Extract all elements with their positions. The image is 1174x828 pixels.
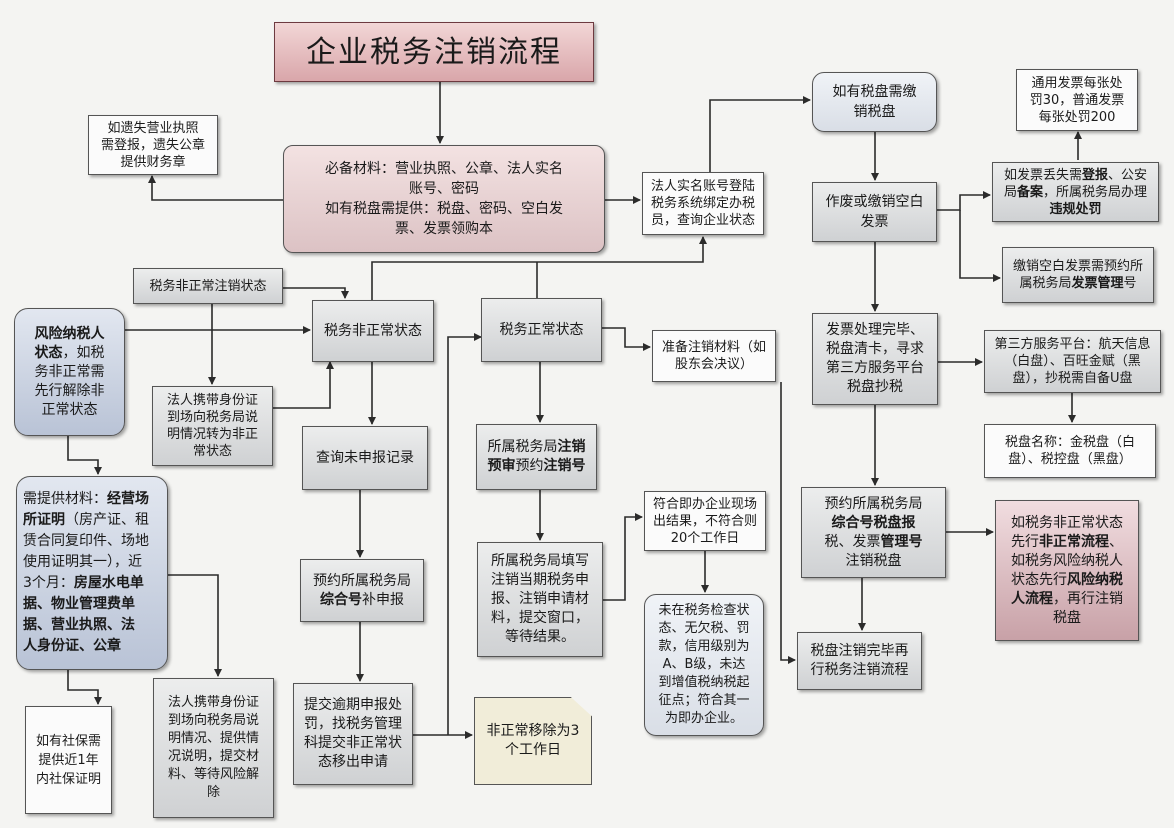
invoice-done-node: 发票处理完毕、 税盘清卡，寻求 第三方服务平台 税盘抄税: [812, 313, 938, 405]
comp-report-text-b: 综合号: [320, 591, 362, 608]
pre-audit-text-d: 注销号: [543, 458, 586, 474]
comp-report-text-a: 预约所属税务局: [313, 572, 411, 589]
risk-taxpayer-node: 风险纳税人 状态，如税 务非正常需 先行解除非 正常状态: [14, 308, 125, 436]
remove-abnormal-node: 非正常移除为3 个工作日: [474, 697, 592, 785]
legal-id-node-1: 法人携带身份证 到场向税务局说 明情况转为非正 常状态: [152, 386, 273, 466]
arrow-legalid-abnormal: [273, 361, 334, 409]
lost-invoice-text-b: 登报: [1081, 167, 1108, 183]
blank-invoice-text-a: 缴销空白发票需预约所 属税务局: [1012, 259, 1143, 291]
blank-invoice-text-c: 号: [1123, 276, 1137, 291]
book-text-a: 预约所属税务局: [824, 495, 923, 512]
overdue-report-node: 提交逾期申报处 罚，找税务管理 科提交非正常状 态移出申请: [293, 683, 413, 785]
lost-invoice-text-d: 备案: [1016, 184, 1043, 200]
login-node: 法人实名账号登陆 税务系统绑定办税 员，查询企业状态: [642, 172, 764, 235]
arrow-provide-legalid2: [168, 574, 222, 677]
not-audited-node: 未在税务检查状 态、无欠税、罚 款，信用级别为 A、B级，未达 到增值税纳税起 …: [644, 594, 764, 736]
blank-invoice-text-b: 发票管理: [1071, 276, 1124, 291]
social-security-node: 如有社保需 提供近1年 内社保证明: [25, 706, 112, 814]
abnormal-first-text-b: 非正常流程: [1039, 533, 1109, 550]
abnormal-first-text-e: ，再行注销 税盘: [1053, 590, 1123, 626]
book-text-e: 注销税盘: [845, 552, 902, 569]
abnormal-first-text-c: 、 如税务风险纳税人 状态先行: [1011, 533, 1123, 588]
pre-audit-text-c: 预约: [515, 458, 544, 474]
lost-license-node: 如遗失营业执照 需登报，遗失公章 提供财务章: [88, 115, 218, 175]
arrow-fill-instant: [603, 513, 643, 601]
lost-invoice-node: 如发票丢失需登报、公安 局备案，所属税务局办理 违规处罚: [992, 162, 1159, 222]
book-disk-node: 预约所属税务局 综合号税盘报 税、发票管理号 注销税盘: [801, 487, 946, 578]
arrow-login-taxdisk: [709, 96, 811, 172]
provide-text-c: （房产证、租 赁合同复印件、场地 使用证明其一），近 3个月：: [23, 512, 149, 591]
arrow-risk-provide: [67, 436, 102, 475]
blank-invoice-node: 缴销空白发票需预约所 属税务局发票管理号: [1002, 247, 1154, 303]
comp-report-node: 预约所属税务局 综合号补申报: [300, 559, 424, 622]
page-title: 企业税务注销流程: [274, 22, 594, 82]
arrow-materials-lost-license: [148, 175, 283, 201]
taxdisk-cancel-node: 如有税盘需缴 销税盘: [812, 72, 937, 132]
arrow-void-lost: [937, 191, 991, 211]
pre-audit-node: 所属税务局注销 预审预约注销号: [476, 424, 597, 490]
query-unreported-node: 查询未申报记录: [302, 426, 428, 490]
abnormal-first-text-d: 风险纳税 人流程: [1011, 571, 1123, 607]
arrow-overdue-normal: [447, 333, 482, 735]
arrow-prepare-diskdone: [780, 382, 796, 664]
disk-name-node: 税盘名称：金税盘（白 盘）、税控盘（黑盘）: [984, 424, 1156, 478]
legal-id-node-2: 法人携带身份证 到场向税务局说 明情况、提供情 况说明，提交材 料、等待风险解 …: [153, 678, 274, 818]
third-party-node: 第三方服务平台：航天信息 （白盘）、百旺金赋（黑 盘），抄税需自备U盘: [984, 330, 1161, 393]
provide-text-a: 需提供材料：: [23, 491, 107, 507]
arrow-provide-social: [67, 670, 102, 705]
prepare-node: 准备注销材料（如 股东会决议）: [652, 330, 776, 382]
book-text-d: 管理号: [880, 533, 923, 550]
risk-text-b: ，如税 务非正常需 先行解除非 正常状态: [34, 344, 105, 418]
comp-report-text-c: 补申报: [362, 591, 404, 608]
pre-audit-text-a: 所属税务局: [487, 439, 558, 455]
instant-node: 符合即办企业现场 出结果，不符合则 20个工作日: [644, 491, 766, 551]
arrow-abnormalcancel-abnormal: [283, 287, 349, 299]
disk-done-node: 税盘注销完毕再 行税务注销流程: [797, 632, 922, 690]
risk-text-a: 风险纳税人 状态: [34, 325, 105, 361]
provide-text-b: 经营场 所证明: [23, 491, 149, 528]
abnormal-status-node: 税务非正常状态: [312, 300, 434, 362]
book-text-b: 综合号税盘报: [831, 514, 916, 531]
lost-invoice-text-a: 如发票丢失需: [1003, 167, 1082, 183]
normal-status-node: 税务正常状态: [481, 298, 602, 362]
fine-invoice-node: 通用发票每张处 罚30，普通发票 每张处罚200: [1016, 69, 1138, 131]
void-invoice-node: 作废或缴销空白 发票: [812, 182, 937, 242]
abnormal-first-text-a: 如税务非正常状态 先行: [1011, 514, 1123, 550]
abnormal-cancel-node: 税务非正常注销状态: [133, 268, 283, 304]
arrow-void-blank: [959, 210, 1001, 282]
lost-invoice-text-f: 违规处罚: [1049, 201, 1102, 217]
provide-materials-node: 需提供材料：经营场 所证明（房产证、租 赁合同复印件、场地 使用证明其一），近 …: [16, 476, 168, 670]
materials-node: 必备材料：营业执照、公章、法人实名 账号、密码 如有税盘需提供：税盘、密码、空白…: [283, 145, 605, 253]
provide-text-d: 房屋水电单 据、物业管理费单 据、营业执照、法 人身份证、公章: [23, 575, 144, 654]
lost-invoice-text-e: ，所属税务局办理: [1043, 184, 1148, 200]
pre-audit-text-b: 注销 预审: [487, 439, 586, 474]
fill-form-node: 所属税务局填写 注销当期税务申 报、注销申请材 料，提交窗口， 等待结果。: [477, 542, 603, 657]
arrow-normal-prepare: [602, 327, 651, 351]
lost-invoice-text-c: 、公安 局: [1003, 167, 1148, 200]
abnormal-first-node: 如税务非正常状态 先行非正常流程、 如税务风险纳税人 状态先行风险纳税 人流程，…: [995, 500, 1139, 641]
book-text-c: 税、发票: [824, 533, 881, 550]
